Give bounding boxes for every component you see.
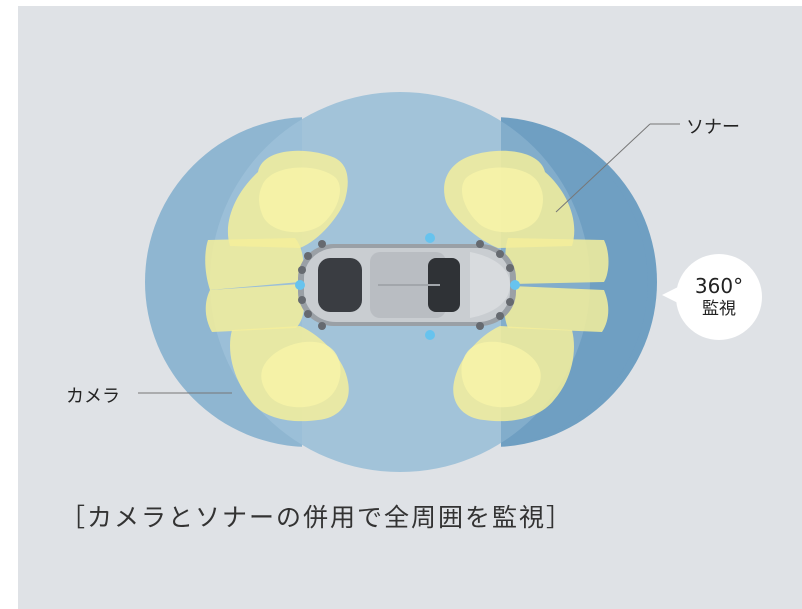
sonar-label: ソナー [686, 117, 740, 138]
badge-tail [662, 287, 678, 303]
sonar-coverage [205, 150, 609, 422]
sonar-leader-line [555, 123, 651, 213]
sonar-sensor [506, 264, 514, 272]
badge-text: 監視 [702, 299, 736, 319]
sonar-sensor [506, 298, 514, 306]
sonar-sensor [298, 266, 306, 274]
camera-sensor-rear [295, 280, 305, 290]
camera-sensor-right [425, 330, 435, 340]
sonar-zone-mid-right-upper [505, 238, 609, 284]
sonar-sensor [476, 322, 484, 330]
badge-degrees: 360° [694, 274, 744, 298]
sonar-zone-inner-right-top [461, 167, 543, 233]
car-top-view-icon [298, 244, 516, 326]
sonar-sensor [496, 312, 504, 320]
camera-label: カメラ [66, 386, 120, 407]
sonar-sensor [318, 322, 326, 330]
sonar-zone-mid-right-lower [504, 286, 609, 332]
sonar-zone-inner-left-top [259, 167, 341, 233]
camera-sensor-left [425, 233, 435, 243]
sonar-sensor [318, 240, 326, 248]
camera-sensor-front [510, 280, 520, 290]
sonar-zone-inner-left-bottom [261, 341, 341, 408]
sonar-sensor [304, 252, 312, 260]
sonar-zone-mid-left-upper [205, 238, 304, 290]
diagram-caption: ［カメラとソナーの併用で全周囲を監視］ [60, 503, 574, 532]
sonar-sensor [304, 310, 312, 318]
sonar-zone-inner-right-bottom [461, 341, 541, 408]
sonar-sensor [476, 240, 484, 248]
360-monitoring-badge: 360° 監視 [676, 254, 762, 340]
sonar-zone-mid-left-lower [205, 284, 305, 332]
sonar-sensor [298, 296, 306, 304]
sonar-sensors [298, 240, 514, 330]
sonar-sensor [496, 250, 504, 258]
camera-sensors [295, 233, 520, 340]
